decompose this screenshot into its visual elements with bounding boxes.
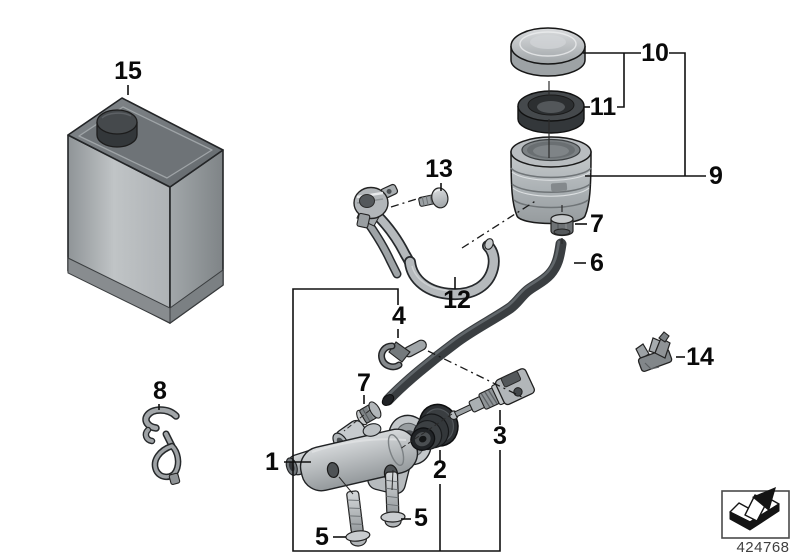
leader-lines — [127, 52, 706, 552]
callout-3[interactable]: 3 — [493, 422, 507, 450]
diagram-reference: 424768 — [721, 487, 790, 556]
diagram-number: 424768 — [736, 539, 789, 556]
callout-labels: 15 13 10 11 9 7 6 12 4 14 8 7 1 2 3 5 5 — [114, 39, 723, 551]
part-screw-5-left — [339, 489, 372, 548]
part-union-nut-upper — [550, 213, 574, 237]
callout-1[interactable]: 1 — [265, 448, 279, 476]
callout-15[interactable]: 15 — [114, 57, 142, 85]
callout-5-left[interactable]: 5 — [315, 523, 329, 551]
part-diaphragm — [517, 90, 585, 134]
part-piston — [449, 368, 535, 420]
part-brake-fluid-bottle — [67, 97, 224, 324]
callout-8[interactable]: 8 — [153, 377, 167, 405]
part-reservoir-bracket — [353, 183, 500, 301]
callout-11[interactable]: 11 — [590, 93, 617, 121]
page-turn-arrow-icon — [729, 487, 780, 531]
callout-5-right[interactable]: 5 — [414, 504, 428, 532]
callout-12[interactable]: 12 — [443, 286, 471, 314]
part-screw-13 — [418, 187, 449, 209]
bracket-clamp-head — [353, 183, 399, 229]
callout-9[interactable]: 9 — [709, 162, 723, 190]
part-boot — [410, 403, 459, 451]
part-hose — [381, 238, 567, 406]
part-reservoir-body — [510, 136, 592, 225]
part-union-nut-lower — [356, 401, 382, 426]
part-reservoir-cap — [510, 27, 586, 77]
part-clip-14 — [635, 331, 673, 373]
callout-14[interactable]: 14 — [686, 343, 714, 371]
callout-13[interactable]: 13 — [425, 155, 453, 183]
callout-7-upper[interactable]: 7 — [590, 210, 604, 238]
callout-2[interactable]: 2 — [433, 456, 447, 484]
callout-6[interactable]: 6 — [590, 249, 604, 277]
part-hose-clip-4 — [378, 339, 427, 371]
callout-7-lower[interactable]: 7 — [357, 369, 371, 397]
callout-4[interactable]: 4 — [392, 302, 406, 330]
callout-10[interactable]: 10 — [641, 39, 669, 67]
part-clip-8 — [142, 406, 182, 485]
